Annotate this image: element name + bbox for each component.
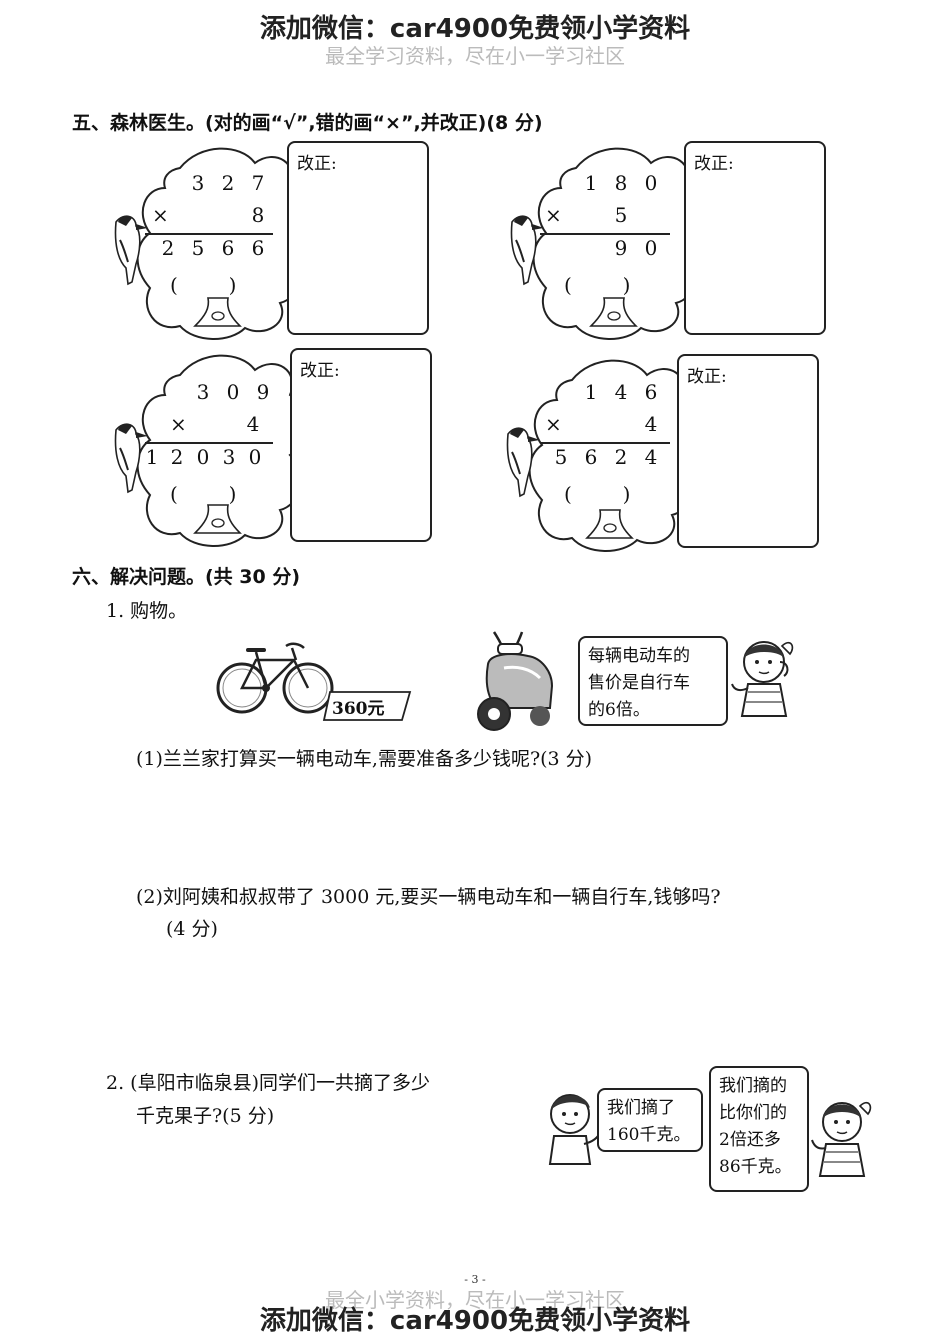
bubble-line: 的6倍。: [588, 700, 650, 720]
q1-title: 1. 购物。: [106, 600, 188, 622]
correction-box[interactable]: 改正:: [290, 348, 432, 542]
digit: 3: [196, 380, 210, 404]
multiply-sign: ×: [545, 203, 562, 227]
answer-blank[interactable]: ( ): [564, 482, 631, 506]
digit: 9: [614, 236, 628, 260]
q1-sub2-line2: (4 分): [166, 918, 218, 940]
speech-bubble-q1: 每辆电动车的 售价是自行车 的6倍。: [578, 636, 728, 726]
bubble-line: 160千克。: [607, 1125, 691, 1145]
bubble-line: 比你们的: [719, 1103, 787, 1123]
q2-line2: 千克果子?(5 分): [136, 1105, 275, 1127]
calc-rule: [145, 233, 273, 235]
calc-rule: [145, 442, 273, 444]
boy-icon: [548, 1094, 601, 1165]
digit: 2: [170, 445, 184, 469]
watermark-bottom: 添加微信：car4900免费领小学资料: [259, 1306, 691, 1336]
answer-blank[interactable]: ( ): [170, 273, 237, 297]
digit: 0: [644, 171, 658, 195]
girl-icon: [731, 641, 794, 717]
digit: 1: [584, 171, 598, 195]
answer-blank[interactable]: ( ): [564, 273, 631, 297]
digit: 3: [222, 445, 236, 469]
page-number: - 3 -: [464, 1273, 486, 1286]
digit: 1: [145, 445, 159, 469]
q2-line1: 2. (阜阳市临泉县)同学们一共摘了多少: [106, 1072, 430, 1094]
digit: 0: [226, 380, 240, 404]
correction-box[interactable]: 改正:: [684, 141, 826, 335]
watermark-top: 添加微信：car4900免费领小学资料: [259, 14, 691, 44]
multiply-sign: ×: [170, 412, 187, 436]
bicycle-icon: [216, 642, 334, 714]
digit: 2: [161, 236, 175, 260]
correction-label: 改正:: [300, 361, 340, 381]
digit: 5: [191, 236, 205, 260]
digit: 2: [614, 445, 628, 469]
bubble-line: 我们摘的: [719, 1076, 787, 1096]
digit: 5: [614, 203, 628, 227]
bubble-line: 售价是自行车: [588, 673, 690, 693]
digit: 1: [584, 380, 598, 404]
bubble-line: 86千克。: [719, 1157, 792, 1177]
digit: 6: [251, 236, 265, 260]
multiply-sign: ×: [545, 412, 562, 436]
digit: 8: [251, 203, 265, 227]
section5-heading: 五、森林医生。(对的画“√”,错的画“×”,并改正)(8 分): [72, 112, 543, 134]
digit: 6: [644, 380, 658, 404]
correction-label: 改正:: [694, 154, 734, 174]
bubble-line: 每辆电动车的: [588, 646, 690, 666]
digit: 6: [584, 445, 598, 469]
correction-box[interactable]: 改正:: [677, 354, 819, 548]
bubble-line: 我们摘了: [607, 1098, 675, 1118]
digit: 4: [644, 412, 658, 436]
speech-bubble-boy: 我们摘了 160千克。: [597, 1088, 703, 1152]
correction-label: 改正:: [297, 154, 337, 174]
bubble-line: 2倍还多: [719, 1130, 781, 1150]
q1-sub2-line1: (2)刘阿姨和叔叔带了 3000 元,要买一辆电动车和一辆自行车,钱够吗?: [136, 886, 721, 908]
price-tag: 360元: [332, 699, 385, 719]
watermark-top-faint: 最全学习资料，尽在小一学习社区: [325, 44, 625, 68]
digit: 0: [644, 236, 658, 260]
digit: 3: [191, 171, 205, 195]
digit: 0: [248, 445, 262, 469]
digit: 4: [614, 380, 628, 404]
multiply-sign: ×: [152, 203, 169, 227]
digit: 7: [251, 171, 265, 195]
digit: 6: [221, 236, 235, 260]
correction-box[interactable]: 改正:: [287, 141, 429, 335]
digit: 0: [196, 445, 210, 469]
q1-sub1: (1)兰兰家打算买一辆电动车,需要准备多少钱呢?(3 分): [136, 748, 593, 770]
digit: 5: [554, 445, 568, 469]
watermark-bottom-faint: 最全小学资料，尽在小一学习社区: [325, 1288, 625, 1312]
calc-rule: [540, 233, 670, 235]
answer-blank[interactable]: ( ): [170, 482, 237, 506]
scooter-icon: [477, 631, 554, 731]
digit: 4: [644, 445, 658, 469]
digit: 4: [246, 412, 260, 436]
digit: 8: [614, 171, 628, 195]
calc-rule: [540, 442, 670, 444]
correction-label: 改正:: [687, 367, 727, 387]
digit: 2: [221, 171, 235, 195]
section6-heading: 六、解决问题。(共 30 分): [72, 566, 301, 588]
digit: 9: [256, 380, 270, 404]
price-tag-shape: [322, 691, 412, 721]
speech-bubble-girl: 我们摘的 比你们的 2倍还多 86千克。: [709, 1066, 809, 1192]
girl-icon: [811, 1101, 872, 1177]
